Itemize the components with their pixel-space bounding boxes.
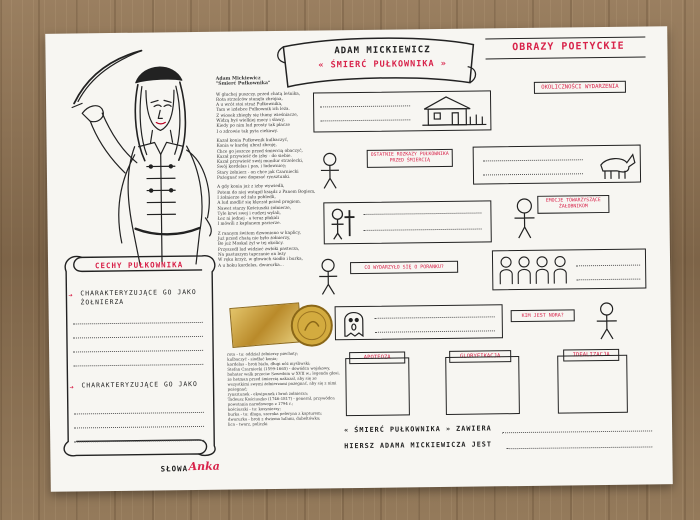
morning-label: CO WYDARZYŁO SIĘ O PORANKU? <box>350 260 459 275</box>
arrow-icon: ➔ <box>68 291 74 300</box>
title-banner <box>277 37 477 88</box>
header-author: ADAM MICKIEWICZ <box>334 45 431 57</box>
person-icon <box>596 302 617 340</box>
trait-human: CHARAKTERYZUJĄCE GO JAKO <box>81 379 198 390</box>
emotions-label: EMOCJE TOWARZYSZĄCE ŻAŁOBNIKOM <box>537 194 610 214</box>
person-icon <box>320 152 339 189</box>
signature-prefix: SŁOWA <box>160 464 189 474</box>
trait-soldier: CHARAKTERYZUJĄCE GO JAKO ŻOŁNIERZA <box>80 287 197 307</box>
header-title: « ŚMIERĆ PUŁKOWNIKA » <box>318 58 447 71</box>
worksheet-paper: Adam Mickiewicz "Śmierć Pułkownika" W gł… <box>45 26 673 492</box>
person-icon <box>319 258 338 295</box>
section-title: OBRAZY POETYCKIE <box>512 40 625 54</box>
circumstances-label: OKOLICZNOŚCI WYDARZENIA <box>533 80 626 94</box>
signature-name: Anka <box>188 459 220 474</box>
footer-line-1: « ŚMIERĆ PUŁKOWNIKA » ZAWIERA <box>344 424 492 435</box>
house-icon <box>422 96 487 126</box>
glorification-frame <box>445 356 520 415</box>
last-orders-label: OSTATNIE ROZKAZY PUŁKOWNIKA PRZED ŚMIERC… <box>366 148 453 168</box>
who-label: KIM JEST NORA? <box>510 309 575 323</box>
cross-icon <box>331 208 355 240</box>
crowd-icon <box>499 255 567 285</box>
horse-icon <box>600 153 636 179</box>
apotheosis-frame <box>345 357 410 417</box>
arrow-icon: ➔ <box>69 383 75 392</box>
traits-scroll <box>63 255 216 457</box>
section-title-line <box>485 36 646 40</box>
person-icon <box>514 198 535 239</box>
section-title-line <box>485 56 646 60</box>
traits-title: CECHY PUŁKOWNIKA <box>94 260 184 271</box>
idealization-frame <box>557 354 628 414</box>
coin-icon <box>290 304 333 347</box>
ghost-icon <box>344 311 364 338</box>
footer-line-2: HIERSZ ADAMA MICKIEWICZA JEST <box>344 440 492 451</box>
colonel-illustration <box>71 49 212 266</box>
